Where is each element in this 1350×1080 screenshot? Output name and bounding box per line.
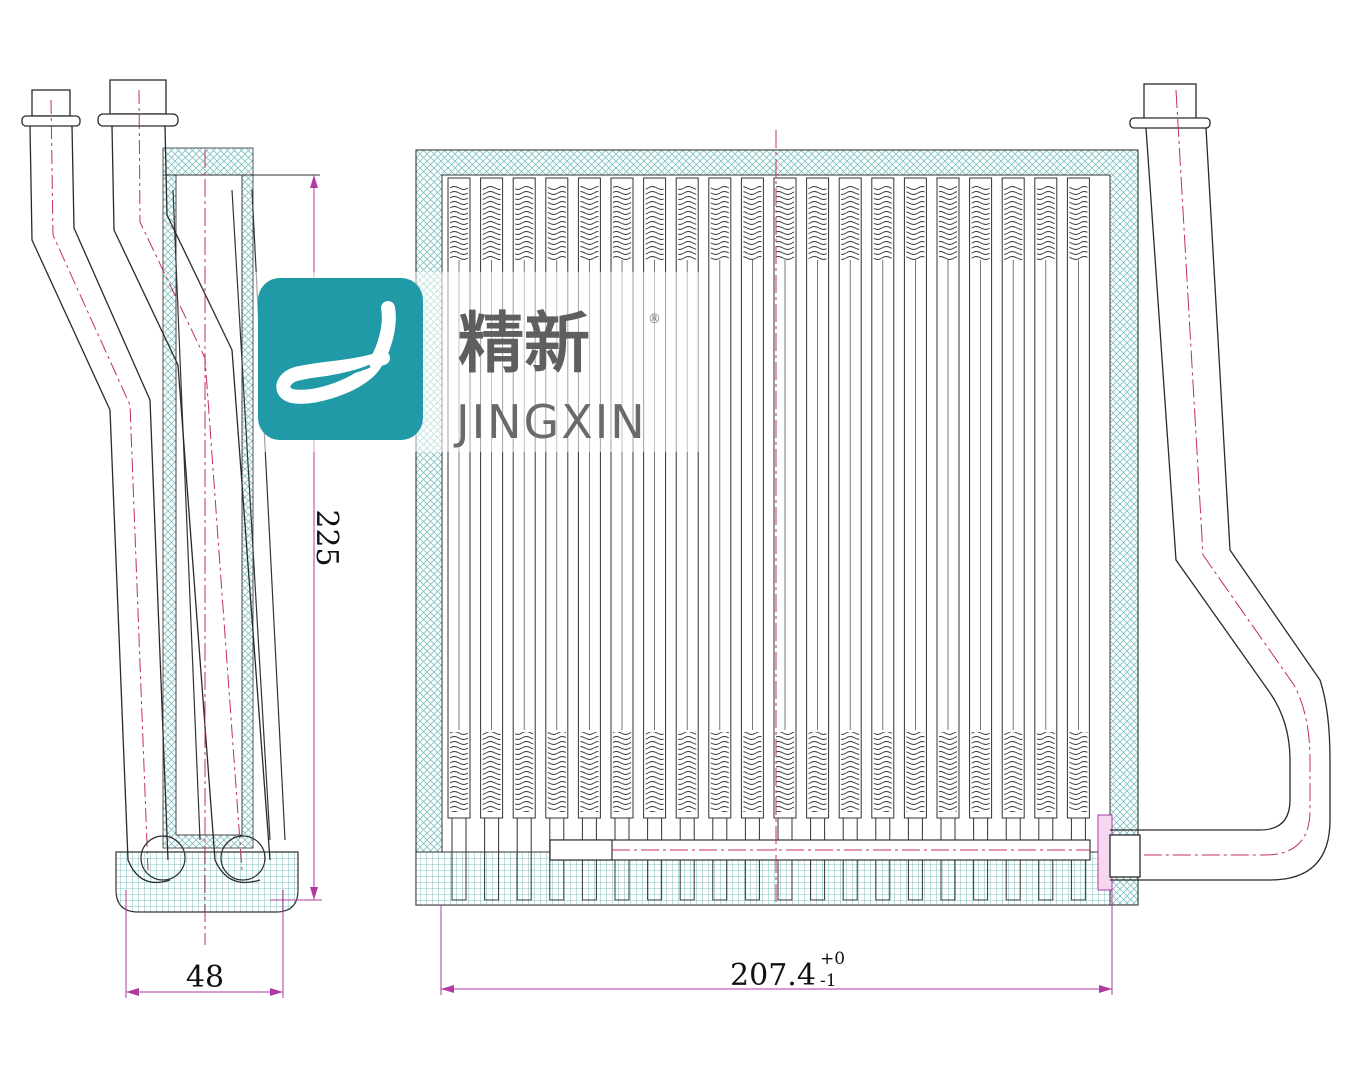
fin-zone <box>1036 185 1055 260</box>
fin-zone <box>808 732 827 812</box>
width-dimension: 207.4 +0 -1 <box>440 880 1113 995</box>
fin-zone <box>450 185 468 260</box>
fin-zone <box>1069 732 1088 812</box>
front-view <box>415 130 1139 906</box>
width-dimension-label: 207.4 <box>730 958 816 993</box>
fin-zone <box>841 185 860 260</box>
fin-zone <box>873 185 892 260</box>
fin-zone <box>710 732 729 812</box>
front-tubes <box>447 177 1090 901</box>
fin-zone <box>482 732 501 812</box>
fin-zone <box>776 185 794 260</box>
depth-dimension: 48 <box>125 890 284 998</box>
fin-zone <box>580 185 599 260</box>
side-bottom-tank <box>115 851 299 913</box>
logo-english-name: JINGXIN <box>453 395 647 449</box>
width-tolerance-lower: -1 <box>820 971 837 991</box>
fin-zone <box>939 185 957 260</box>
fin-zone <box>547 185 566 260</box>
fin-zone <box>547 732 566 812</box>
fin-zone <box>613 732 631 812</box>
fin-zone <box>678 732 697 812</box>
logo-ladle-icon <box>276 301 396 404</box>
height-dimension-label: 225 <box>309 509 344 566</box>
fin-zone <box>1004 185 1023 260</box>
outlet-pipe <box>1109 83 1331 881</box>
fin-zone <box>613 185 631 260</box>
fin-zone <box>580 732 599 812</box>
side-u-tube-right <box>231 189 271 841</box>
fin-zone <box>841 732 860 812</box>
logo-registered-mark: ® <box>648 312 661 327</box>
fin-zone <box>515 732 534 812</box>
logo-tile <box>258 278 423 440</box>
fin-zone <box>515 185 534 260</box>
logo-chinese-name: 精新 <box>458 305 590 382</box>
side-pipe-1 <box>21 89 171 884</box>
width-tolerance-upper: +0 <box>820 949 845 969</box>
fin-zone <box>906 732 925 812</box>
fin-zone <box>906 185 925 260</box>
fin-zone <box>1036 732 1055 812</box>
fin-zone <box>710 185 729 260</box>
fin-zone <box>939 732 957 812</box>
fin-zone <box>645 185 664 260</box>
fin-zone <box>808 185 827 260</box>
fin-zone <box>743 185 762 260</box>
fin-zone <box>450 732 468 812</box>
fin-zone <box>482 185 501 260</box>
fin-zone <box>678 185 697 260</box>
fin-zone <box>645 732 664 812</box>
side-view <box>21 79 320 945</box>
fin-zone <box>971 732 990 812</box>
side-u-tube-left <box>172 189 201 841</box>
fin-zone <box>873 732 892 812</box>
brand-logo: 精新 ® JINGXIN <box>255 272 705 452</box>
fin-zone <box>1069 185 1088 260</box>
fin-zone <box>743 732 762 812</box>
depth-dimension-label: 48 <box>186 960 224 995</box>
fin-zone <box>1004 732 1023 812</box>
fin-zone <box>776 732 794 812</box>
side-core-inner <box>175 174 243 836</box>
fin-zone <box>971 185 990 260</box>
side-pipe-2 <box>97 79 271 884</box>
